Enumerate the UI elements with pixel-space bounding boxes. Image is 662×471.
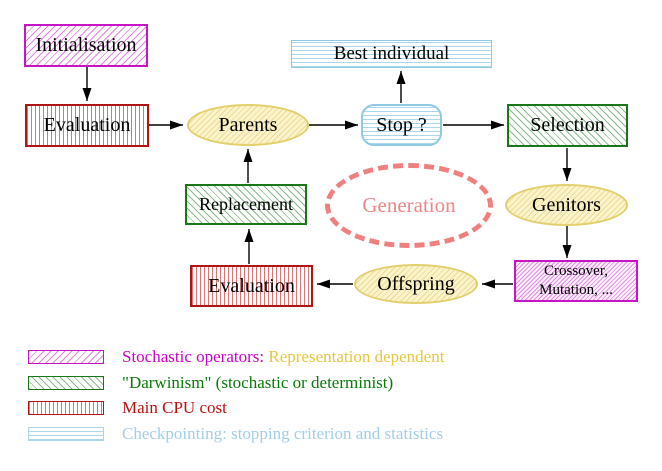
node-replacement: Replacement bbox=[185, 184, 307, 225]
legend-text-stochastic-operators: Stochastic operators: bbox=[122, 347, 265, 366]
generation-loop-ellipse: Generation bbox=[325, 163, 493, 248]
legend-swatch-magenta-hatch bbox=[28, 350, 104, 364]
node-evaluation-bottom: Evaluation bbox=[190, 265, 313, 307]
legend-row-stochastic: Stochastic operators: Representation dep… bbox=[28, 347, 444, 367]
legend-text-representation-dependent: Representation dependent bbox=[268, 347, 445, 366]
node-genitors: Genitors bbox=[505, 184, 628, 226]
legend-row-cpu-cost: Main CPU cost bbox=[28, 398, 227, 418]
legend-text-checkpointing: Checkpointing: stopping criterion and st… bbox=[122, 424, 444, 443]
legend-row-darwinism: "Darwinism" (stochastic or determinist) bbox=[28, 373, 393, 393]
node-stop: Stop ? bbox=[361, 104, 442, 146]
node-parents: Parents bbox=[187, 104, 309, 146]
legend-text-main-cpu-cost: Main CPU cost bbox=[122, 398, 227, 417]
crossover-line1: Crossover, bbox=[544, 263, 608, 280]
legend-swatch-green-hatch bbox=[28, 376, 104, 390]
legend-row-checkpointing: Checkpointing: stopping criterion and st… bbox=[28, 424, 443, 444]
node-best-individual: Best individual bbox=[291, 40, 492, 68]
legend-text-darwinism: "Darwinism" (stochastic or determinist) bbox=[122, 373, 394, 392]
legend-label-stochastic: Stochastic operators: Representation dep… bbox=[122, 347, 444, 367]
node-selection: Selection bbox=[507, 104, 628, 147]
node-evaluation-top: Evaluation bbox=[25, 104, 149, 147]
node-offspring: Offspring bbox=[354, 264, 478, 304]
legend-swatch-red-stripes bbox=[28, 401, 104, 415]
crossover-line2: Mutation, ... bbox=[539, 282, 613, 298]
legend-swatch-cyan-stripes bbox=[28, 427, 104, 441]
node-initialisation: Initialisation bbox=[24, 24, 148, 67]
node-crossover-mutation: Crossover, Mutation, ... bbox=[514, 260, 638, 302]
